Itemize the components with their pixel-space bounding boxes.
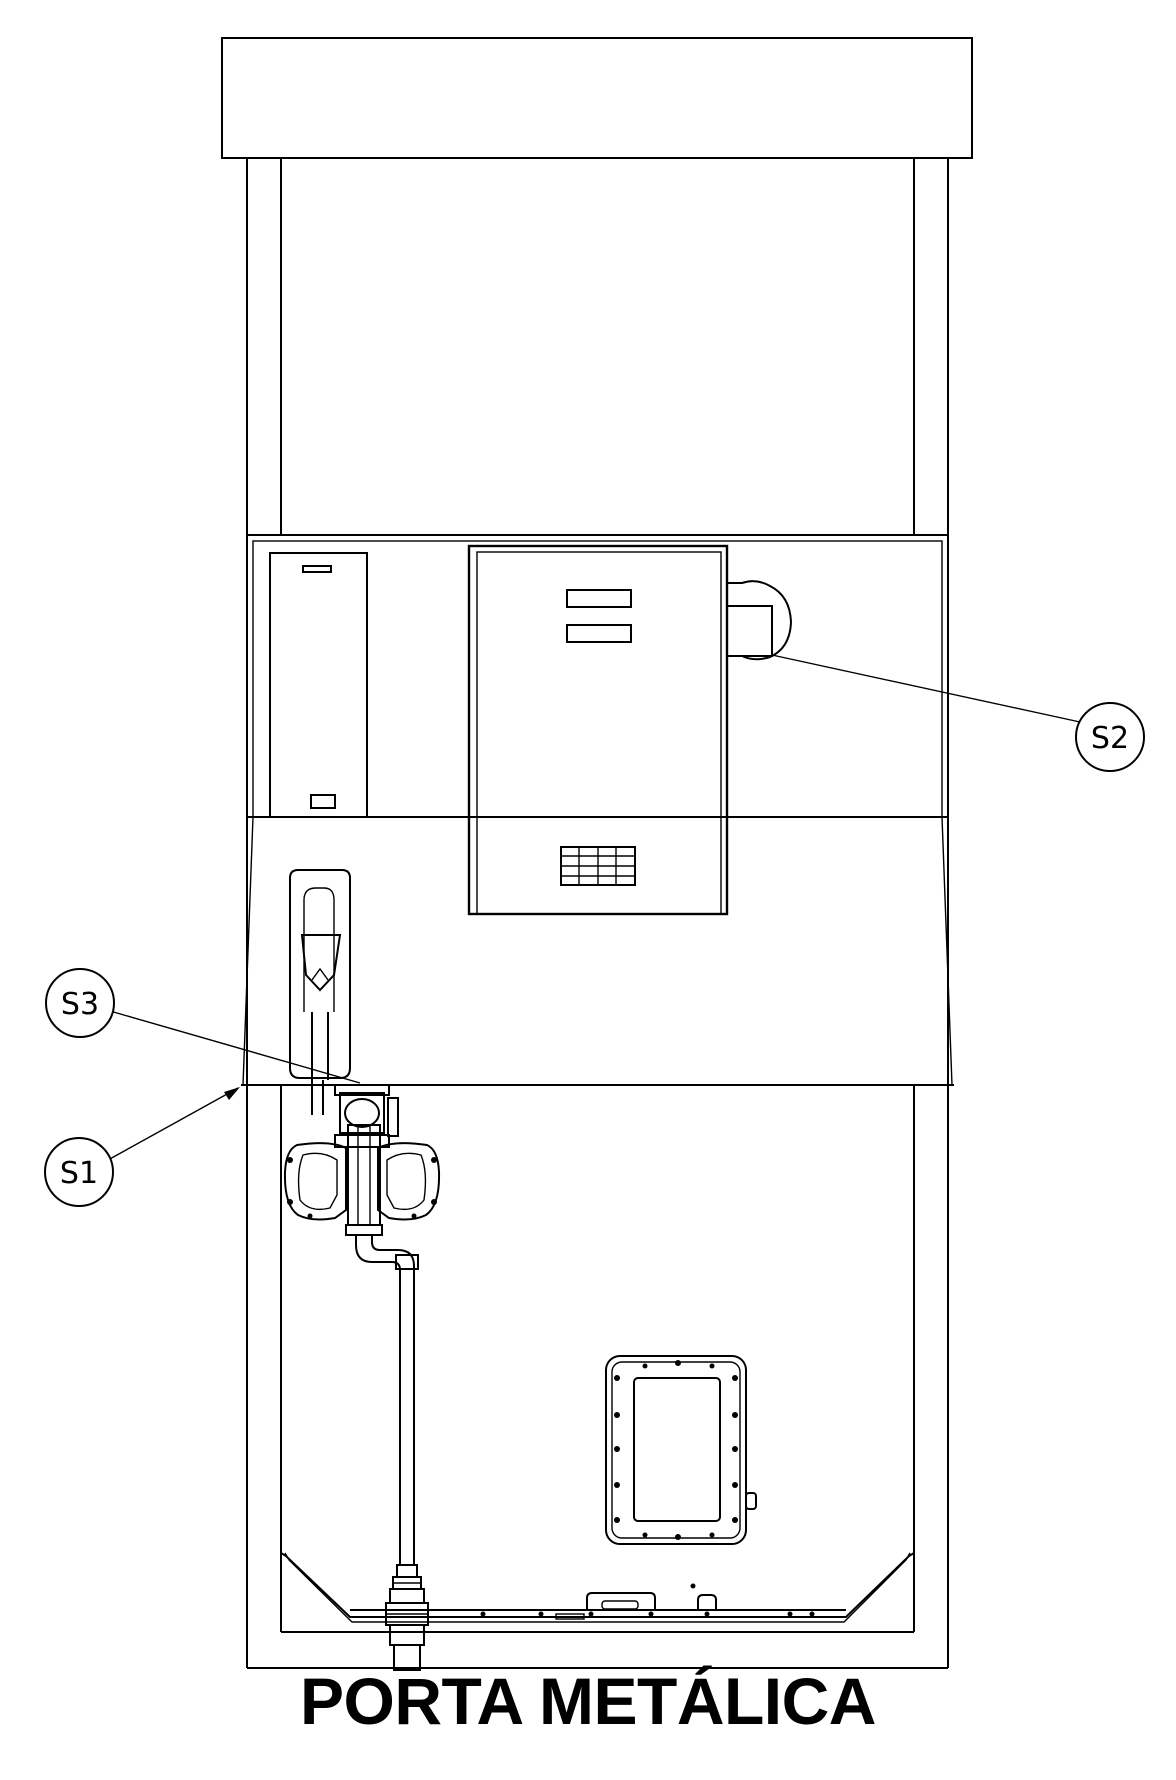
supply-pipe	[355, 1235, 429, 1671]
upper-frame	[246, 158, 949, 535]
nozzle-holster	[289, 869, 351, 1115]
side-panel	[269, 552, 368, 818]
callout-s3: S3	[45, 968, 361, 1084]
base-trough	[280, 1552, 915, 1623]
valve-assembly	[283, 1084, 441, 1236]
access-hatch	[605, 1355, 757, 1545]
drawing-caption: PORTA METÁLICA	[300, 1664, 876, 1738]
lower-cabinet-frame	[246, 1085, 949, 1669]
display-window-1	[566, 589, 632, 608]
side-device	[726, 580, 793, 661]
display-window-2	[566, 624, 632, 643]
canopy-header	[221, 37, 973, 159]
callout-s1: S1	[44, 1087, 240, 1207]
keypad	[560, 846, 636, 886]
callout-s2-label: S2	[1091, 721, 1129, 756]
dispenser-head	[241, 534, 954, 1086]
callout-s3-label: S3	[61, 987, 99, 1022]
display-panel	[467, 544, 729, 916]
callout-s2: S2	[771, 654, 1145, 772]
callout-s1-label: S1	[60, 1156, 98, 1191]
